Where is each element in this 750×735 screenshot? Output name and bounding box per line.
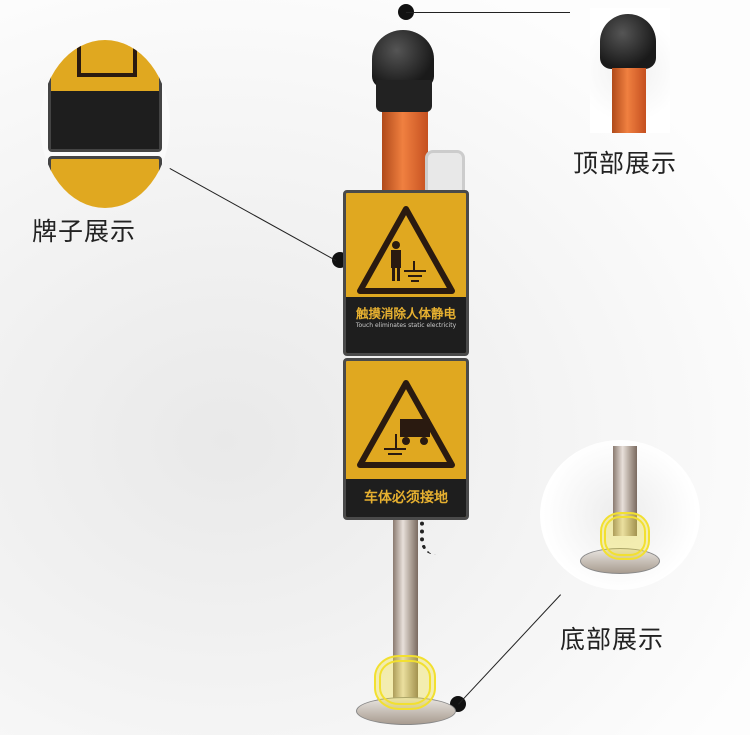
sign-touch-discharge: 触摸消除人体静电 Touch eliminates static electri… [343,190,469,356]
sign-detail-image [40,40,170,208]
label-sign-display: 牌子展示 [32,217,137,246]
sign-caption-en: Touch eliminates static electricity [355,322,457,329]
callout-line-top [406,12,570,14]
base-plate [356,697,456,725]
callout-line-bottom [458,594,562,705]
orange-tube [382,105,428,193]
head-base [376,80,432,112]
sign-caption-cn: 触摸消除人体静电 [355,306,456,321]
callout-line-sign [169,168,337,262]
vehicle-grounding-icon [357,380,455,468]
ground-cable-coil [374,655,436,710]
sign-caption-cn: 车体必须接地 [364,490,448,506]
label-bottom-display: 底部展示 [560,625,665,654]
grounding-person-icon [357,206,455,294]
sign-caption-band: 触摸消除人体静电 Touch eliminates static electri… [346,297,466,353]
sign-vehicle-grounding: 车体必须接地 [343,358,469,520]
label-top-display: 顶部展示 [573,149,678,178]
coiled-cord [420,515,452,555]
sign-caption-band: 车体必须接地 [346,479,466,517]
sensor-ball-head [372,30,434,88]
top-detail-image [590,8,670,133]
bottom-detail-image [540,440,700,590]
